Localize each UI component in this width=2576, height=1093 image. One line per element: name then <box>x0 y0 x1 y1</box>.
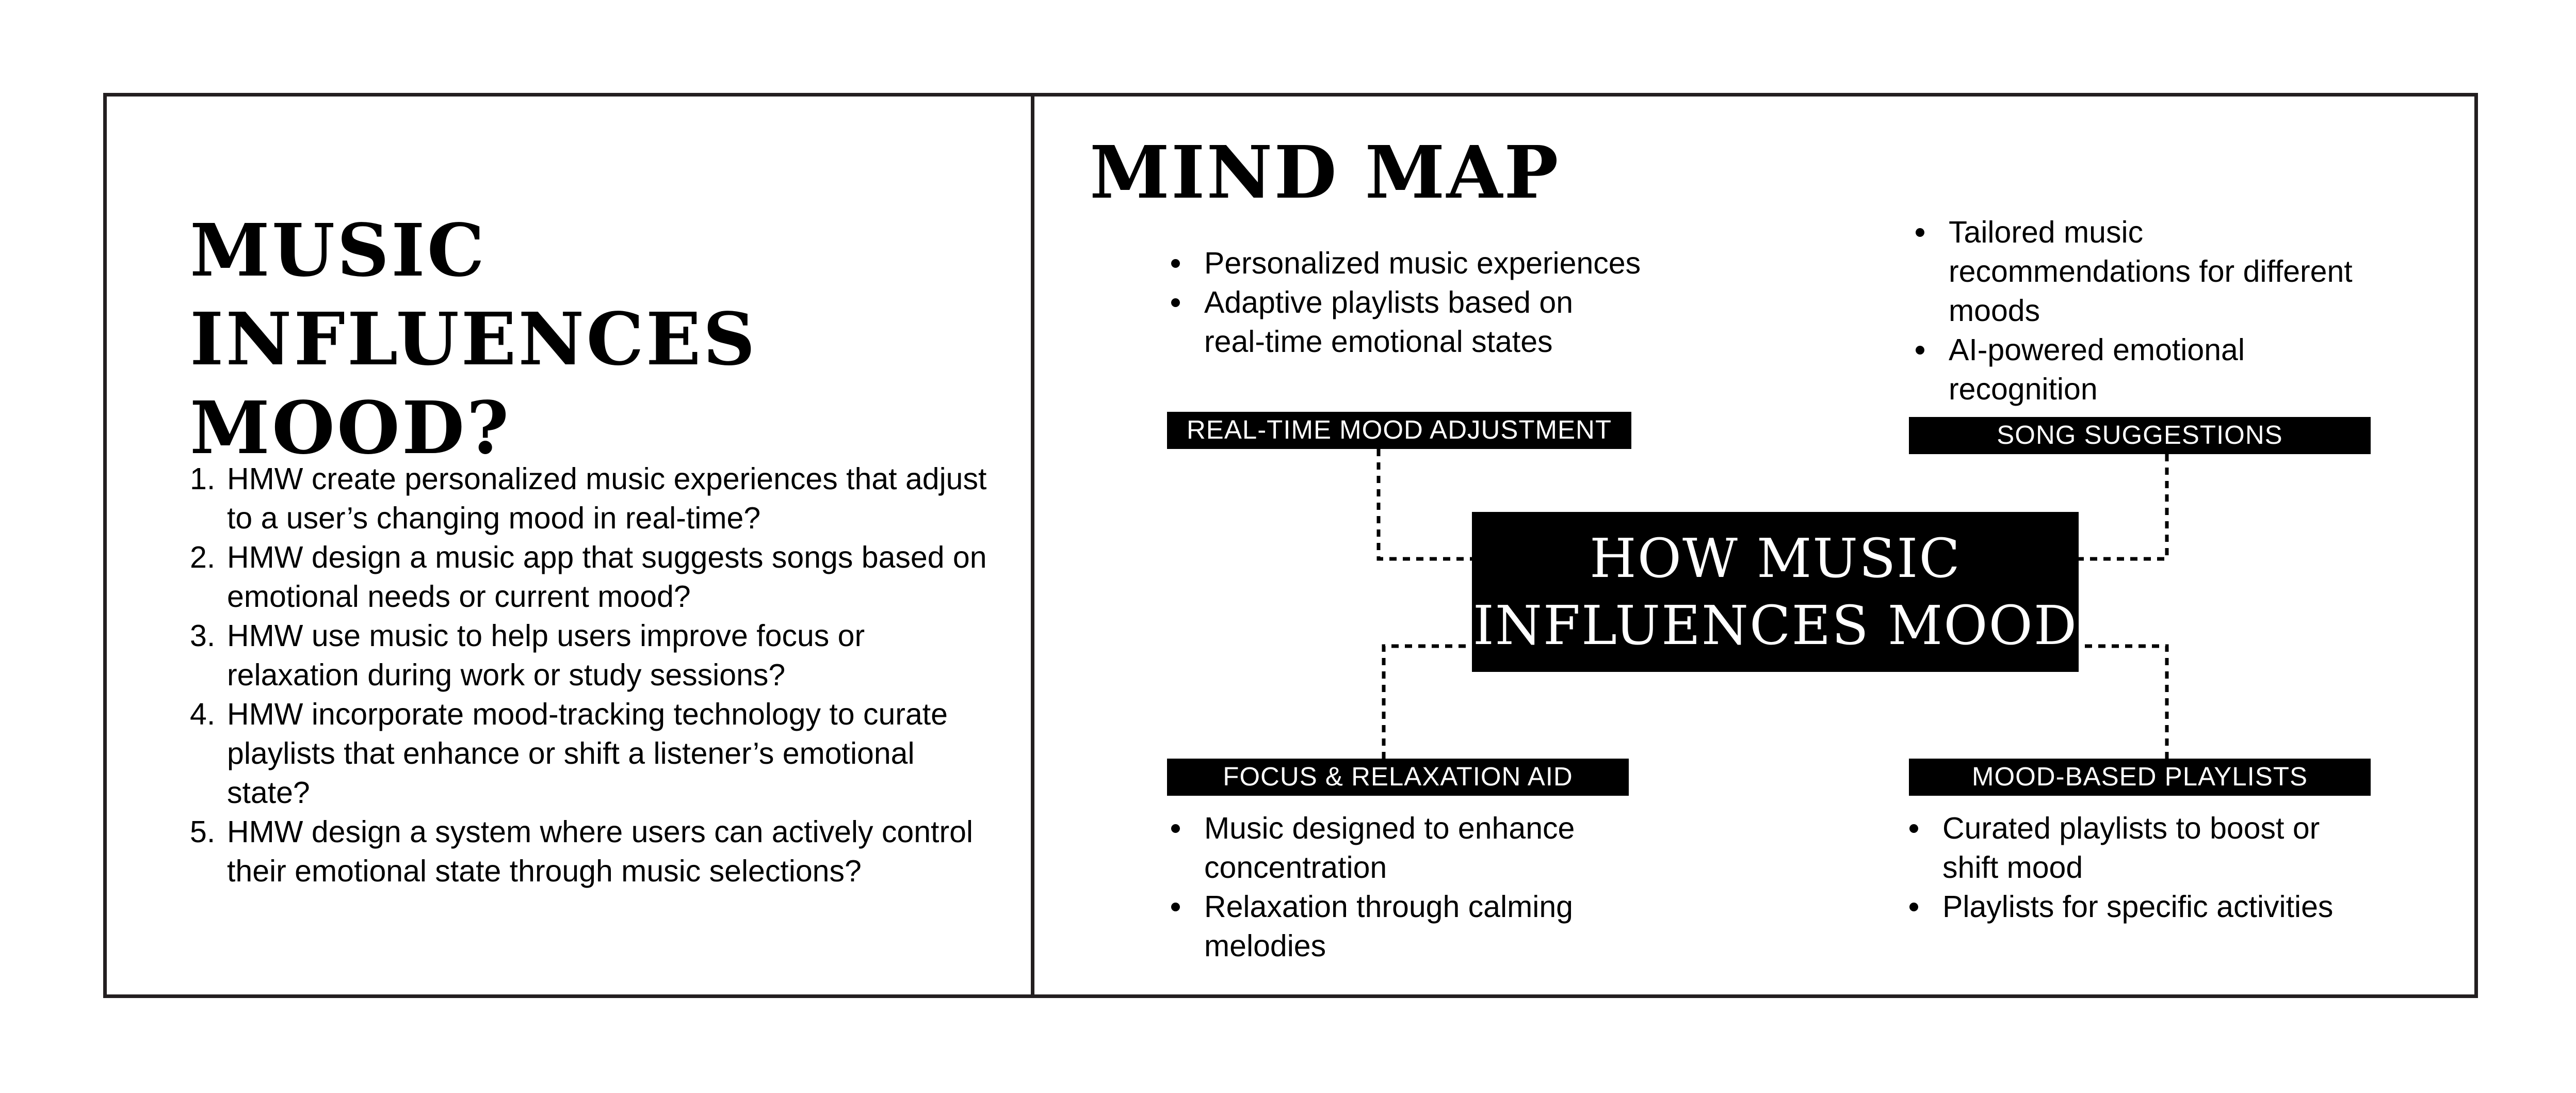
list-item: Playlists for specific activities <box>1905 887 2380 926</box>
list-item: 3. HMW use music to help users improve fo… <box>190 616 995 695</box>
song-suggestions-bullet-list: Tailored music recommendations for diffe… <box>1911 213 2386 409</box>
outer-frame <box>103 93 2478 998</box>
list-item: Personalized music experiences <box>1167 244 1642 283</box>
mind-map-title: MIND MAP <box>1090 131 1560 215</box>
song-suggestions-label: SONG SUGGESTIONS <box>1909 417 2371 454</box>
list-item-text: HMW create personalized music experience… <box>227 462 987 535</box>
connector-playlists <box>2079 644 2169 759</box>
list-item: Music designed to enhance concentration <box>1167 809 1642 887</box>
connector-songs <box>2079 454 2169 561</box>
mood-based-playlists-bullet-list: Curated playlists to boost or shift mood… <box>1905 809 2380 926</box>
realtime-bullet-list: Personalized music experiences Adaptive … <box>1167 244 1642 361</box>
mood-based-playlists-label: MOOD-BASED PLAYLISTS <box>1909 759 2371 796</box>
focus-relaxation-bullet-list: Music designed to enhance concentration … <box>1167 809 1642 966</box>
list-item-text: HMW incorporate mood-tracking technology… <box>227 697 948 810</box>
connector-focus <box>1382 644 1472 759</box>
central-topic-box: HOW MUSIC INFLUENCES MOOD <box>1472 512 2079 672</box>
list-item-text: HMW use music to help users improve focu… <box>227 619 865 692</box>
realtime-mood-adjustment-label: REAL-TIME MOOD ADJUSTMENT <box>1167 412 1631 449</box>
list-item: Tailored music recommendations for diffe… <box>1911 213 2386 330</box>
list-item-number: 4. <box>190 697 216 731</box>
list-item: Relaxation through calming melodies <box>1167 887 1642 966</box>
list-item: 4. HMW incorporate mood-tracking technolo… <box>190 695 995 812</box>
list-item-number: 1. <box>190 462 216 496</box>
list-item: 1. HMW create personalized music experien… <box>190 459 995 538</box>
list-item-number: 5. <box>190 815 216 849</box>
list-item: Curated playlists to boost or shift mood <box>1905 809 2380 887</box>
central-topic-line-2: INFLUENCES MOOD <box>1472 594 2078 657</box>
list-item-number: 3. <box>190 619 216 653</box>
central-topic-line-1: HOW MUSIC <box>1590 527 1961 590</box>
hmw-question-list: 1. HMW create personalized music experien… <box>190 459 995 891</box>
list-item: 2. HMW design a music app that suggests s… <box>190 538 995 616</box>
panel-divider <box>1031 93 1034 998</box>
list-item-text: HMW design a music app that suggests son… <box>227 540 987 614</box>
list-item: AI-powered emotional recognition <box>1911 330 2386 409</box>
list-item-text: HMW design a system where users can acti… <box>227 815 974 888</box>
list-item-number: 2. <box>190 540 216 574</box>
focus-relaxation-aid-label: FOCUS & RELAXATION AID <box>1167 759 1629 796</box>
list-item: Adaptive playlists based on real-time em… <box>1167 283 1642 361</box>
connector-realtime <box>1376 449 1472 561</box>
left-panel-title: MUSIC INFLUENCES MOOD? <box>190 208 757 471</box>
list-item: 5. HMW design a system where users can ac… <box>190 812 995 891</box>
